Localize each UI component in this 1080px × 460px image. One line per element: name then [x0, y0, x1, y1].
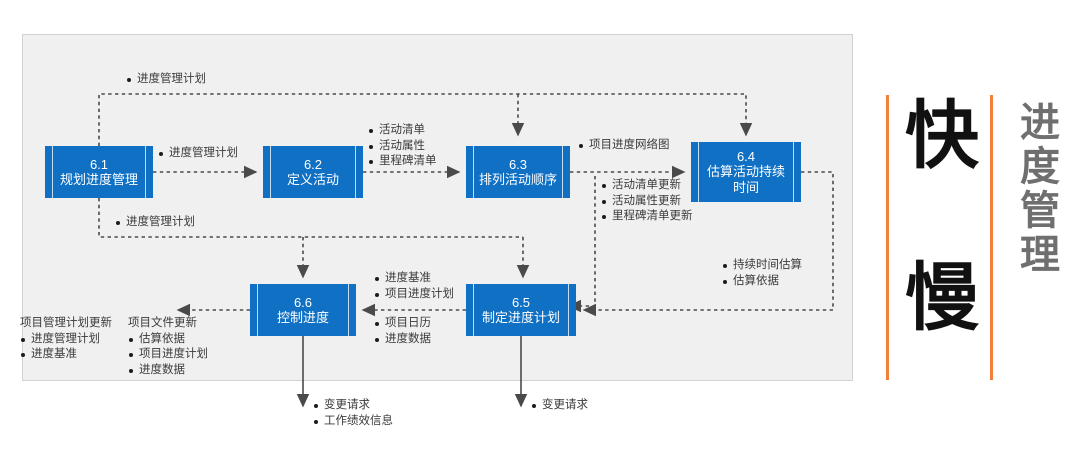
process-node-6-1[interactable]: 6.1 规划进度管理 [45, 146, 153, 198]
process-node-6-2[interactable]: 6.2 定义活动 [263, 146, 363, 198]
label-top-feedback: 进度管理计划 [126, 72, 206, 88]
label-lower-feedback: 进度管理计划 [115, 215, 195, 231]
banner-title-char-3: 管 [1020, 189, 1060, 233]
label-pm-plan-updates-header: 项目管理计划更新 [20, 317, 112, 329]
node-id: 6.4 [736, 149, 756, 165]
node-id: 6.5 [511, 294, 531, 310]
label-project-doc-updates-header: 项目文件更新 [128, 317, 197, 329]
label-control-outputs: 变更请求 工作绩效信息 [313, 398, 393, 429]
edge-61-top-feedback [98, 93, 753, 146]
node-id: 6.3 [508, 156, 528, 172]
banner-title-char-2: 度 [1020, 145, 1060, 189]
edge-61-lower-feedback [98, 198, 523, 238]
label-sequence-to-estimate: 项目进度网络图 [578, 138, 670, 154]
accent-rule-right [990, 95, 993, 380]
node-name: 估算活动持续 [706, 164, 785, 180]
node-name: 制定进度计划 [481, 310, 560, 325]
label-define-to-sequence: 活动清单 活动属性 里程碑清单 [368, 123, 437, 170]
banner-char-slow: 慢 [905, 256, 979, 339]
label-schedule-outputs: 变更请求 [531, 398, 588, 414]
node-name: 定义活动 [286, 172, 339, 187]
node-name: 排列活动顺序 [478, 172, 557, 187]
diagram-panel [22, 34, 853, 381]
process-node-6-5[interactable]: 6.5 制定进度计划 [466, 284, 576, 336]
accent-rule-left [886, 95, 889, 380]
node-id: 6.2 [303, 156, 323, 172]
banner-title-char-4: 理 [1020, 233, 1060, 277]
node-name: 控制进度 [276, 310, 329, 325]
banner-vertical-title: 进 度 管 理 [1008, 101, 1072, 277]
node-id: 6.6 [293, 294, 313, 310]
banner-title-char-1: 进 [1020, 101, 1060, 145]
node-name-line2: 时间 [732, 179, 759, 195]
banner-char-fast: 快 [905, 94, 979, 177]
edge-64-feedback-65 [582, 171, 834, 317]
label-sequence-updates: 活动清单更新 活动属性更新 里程碑清单更新 [601, 178, 693, 225]
label-estimate-feedback: 持续时间估算 估算依据 [722, 258, 802, 289]
process-node-6-6[interactable]: 6.6 控制进度 [250, 284, 356, 336]
process-node-6-4[interactable]: 6.4 估算活动持续 时间 [691, 142, 801, 202]
process-node-6-3[interactable]: 6.3 排列活动顺序 [466, 146, 570, 198]
label-pm-plan-updates: 项目管理计划更新 进度管理计划 进度基准 [20, 316, 112, 363]
label-schedule-to-control-top: 进度基准 项目进度计划 [374, 271, 454, 302]
label-schedule-to-control-bottom: 项目日历 进度数据 [374, 316, 431, 347]
node-id: 6.1 [89, 156, 109, 172]
label-project-doc-updates: 项目文件更新 估算依据 项目进度计划 进度数据 [128, 316, 208, 378]
title-banner: 快 慢 进 度 管 理 [862, 95, 1080, 395]
label-plan-to-define: 进度管理计划 [158, 146, 238, 162]
node-name: 规划进度管理 [59, 172, 138, 187]
